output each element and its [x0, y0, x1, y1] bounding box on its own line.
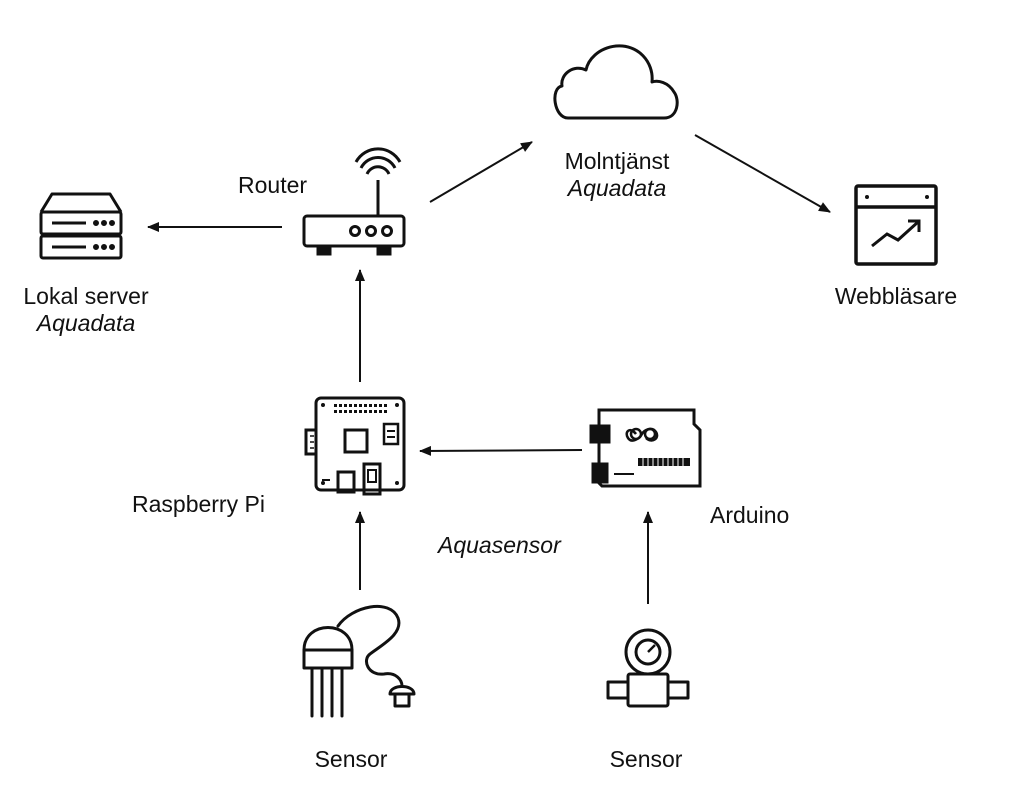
arduino-board-icon — [589, 408, 702, 488]
router-icon — [302, 147, 406, 256]
sensor-right-label: Sensor — [609, 746, 683, 772]
soil-probe-sensor-icon — [302, 604, 416, 718]
local-server-label: Lokal server Aquadata — [23, 283, 148, 337]
local-server-title: Lokal server — [23, 283, 149, 309]
flow-sensor-icon — [606, 628, 690, 708]
arduino-label: Arduino — [710, 502, 790, 528]
cloud-subtitle: Aquadata — [567, 175, 667, 201]
router-label: Router — [238, 172, 308, 198]
raspberry-pi-label: Raspberry Pi — [132, 491, 265, 517]
browser-chart-icon — [854, 184, 938, 266]
raspberry-pi-board-icon — [304, 396, 406, 496]
browser-label: Webbläsare — [834, 283, 958, 309]
local-server-subtitle: Aquadata — [36, 310, 136, 336]
aquasensor-group-text: Aquasensor — [438, 532, 561, 558]
server-icon — [39, 192, 123, 260]
aquasensor-group-label: Aquasensor — [438, 532, 561, 559]
cloud-icon — [553, 44, 679, 120]
edge-arduino-to-pi — [419, 445, 583, 456]
edge-router-to-cloud — [429, 141, 533, 203]
edge-cloud-to-browser — [694, 134, 831, 213]
sensor-left-label: Sensor — [314, 746, 388, 772]
cloud-title: Molntjänst — [564, 148, 670, 174]
cloud-label: Molntjänst Aquadata — [565, 148, 670, 202]
